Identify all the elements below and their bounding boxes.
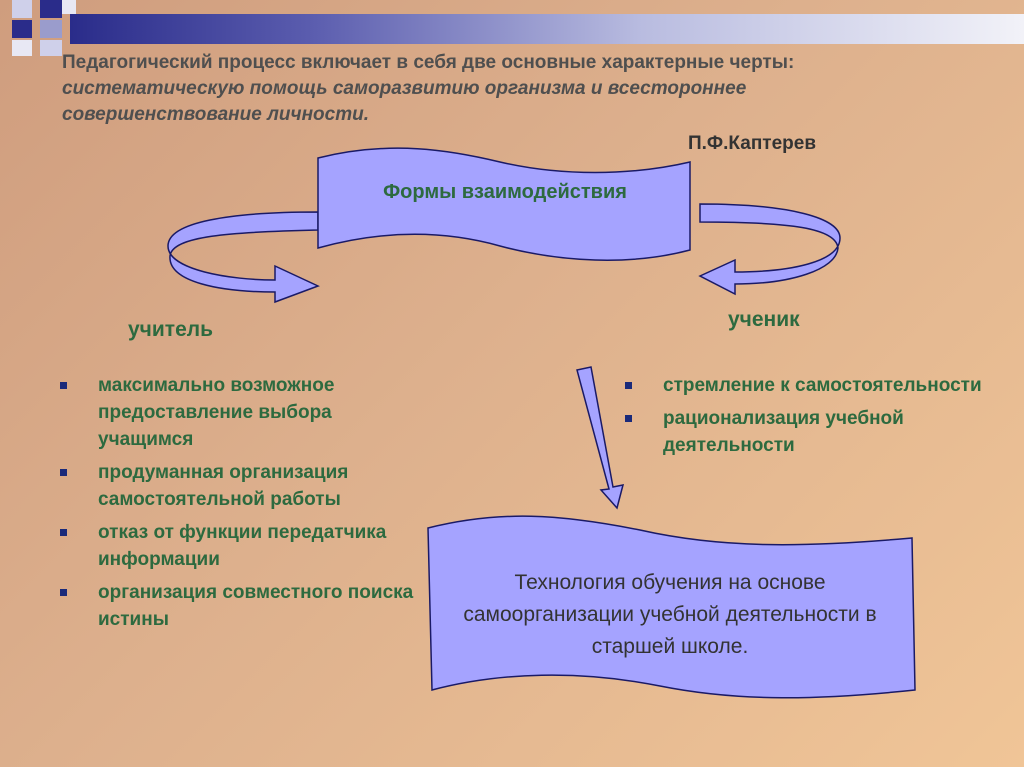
quote-line-1: Педагогический процесс включает в себя д… xyxy=(62,52,795,73)
decorative-square xyxy=(12,40,32,56)
bullet-icon xyxy=(60,382,67,389)
result-banner xyxy=(427,515,916,699)
bullet-icon xyxy=(60,469,67,476)
teacher-item-text: продуманная организация самостоятельной … xyxy=(98,462,349,510)
bullet-icon xyxy=(625,415,632,422)
interaction-forms-banner xyxy=(317,147,691,261)
down-arrow xyxy=(576,366,625,510)
decorative-square xyxy=(40,40,62,56)
result-label: Технология обучения на основе самооргани… xyxy=(463,571,877,658)
teacher-title: учитель xyxy=(128,318,213,341)
bullet-icon xyxy=(625,382,632,389)
bullet-icon xyxy=(60,529,67,536)
list-item: рационализация учебной деятельности xyxy=(625,405,985,459)
teacher-item-text: организация совместного поиска истины xyxy=(98,582,414,630)
list-item: максимально возможное предоставление выб… xyxy=(60,372,420,453)
student-item-text: рационализация учебной деятельности xyxy=(663,408,904,456)
epigraph-quote: Педагогический процесс включает в себя д… xyxy=(62,50,962,128)
quote-line-3: совершенствование личности. xyxy=(62,104,370,125)
list-item: стремление к самостоятельности xyxy=(625,372,985,399)
left-curved-arrow xyxy=(167,211,320,304)
header-bar xyxy=(70,14,1024,44)
list-item: отказ от функции передатчика информации xyxy=(60,519,420,573)
teacher-item-text: максимально возможное предоставление выб… xyxy=(98,375,335,450)
decorative-square xyxy=(12,20,32,38)
teacher-item-text: отказ от функции передатчика информации xyxy=(98,522,387,570)
list-item: организация совместного поиска истины xyxy=(60,579,420,633)
banner-label: Формы взаимодействия xyxy=(383,181,627,203)
teacher-list: максимально возможное предоставление выб… xyxy=(60,372,420,639)
decorative-square xyxy=(40,20,62,38)
right-curved-arrow xyxy=(698,203,841,296)
decorative-square xyxy=(40,0,62,18)
list-item: продуманная организация самостоятельной … xyxy=(60,459,420,513)
decorative-square xyxy=(62,0,76,14)
decorative-square xyxy=(12,0,32,18)
student-list: стремление к самостоятельности рационали… xyxy=(625,372,985,465)
student-title: ученик xyxy=(728,308,800,331)
quote-line-2: систематическую помощь саморазвитию орга… xyxy=(62,78,747,99)
student-item-text: стремление к самостоятельности xyxy=(663,375,982,396)
quote-author: П.Ф.Каптерев xyxy=(688,133,817,154)
bullet-icon xyxy=(60,589,67,596)
